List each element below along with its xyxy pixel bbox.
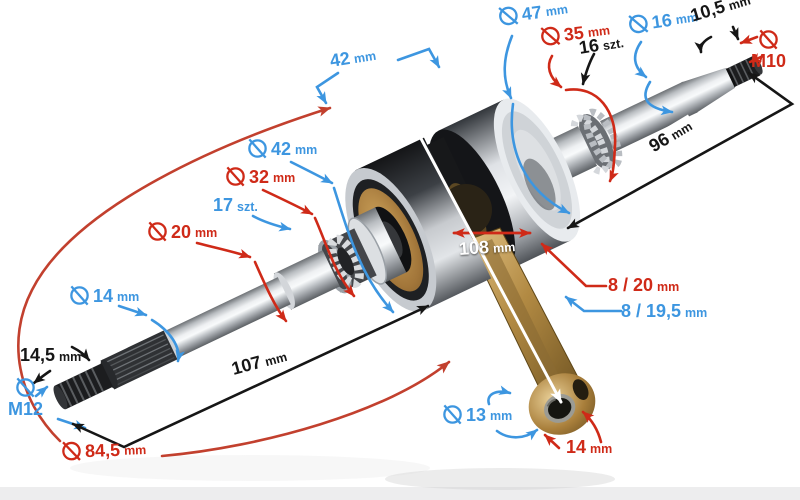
diameter-icon bbox=[16, 377, 35, 398]
diameter-icon bbox=[226, 166, 245, 187]
diameter-icon bbox=[628, 14, 649, 34]
dim-diameter-42: 42 mm bbox=[246, 137, 317, 160]
diameter-icon bbox=[248, 138, 267, 159]
dim-diameter-84-5: 84,5 mm bbox=[60, 437, 147, 463]
dim-diameter-13: 13 mm bbox=[441, 403, 512, 426]
photo-floor bbox=[0, 487, 800, 500]
dim-thread-m10: M10 bbox=[751, 28, 786, 70]
diameter-icon bbox=[540, 26, 561, 46]
dim-bearing-rollers-count: 17 szt. bbox=[213, 195, 258, 215]
dim-length-14-5: 14,5 mm bbox=[20, 345, 82, 365]
dim-diameter-16: 16 mm bbox=[625, 4, 699, 37]
diameter-icon bbox=[498, 6, 519, 26]
diameter-icon bbox=[443, 404, 462, 425]
dim-thread-m12: M12 bbox=[8, 376, 43, 418]
diameter-icon bbox=[70, 285, 89, 306]
diameter-icon bbox=[759, 29, 778, 50]
dim-diameter-32: 32 mm bbox=[224, 165, 295, 188]
dim-keyway-8-20: 8 / 20 mm bbox=[608, 275, 680, 295]
dim-length-14: 14 mm bbox=[566, 437, 613, 457]
dim-diameter-47: 47 mm bbox=[495, 0, 569, 29]
diameter-icon bbox=[62, 441, 81, 461]
dim-diameter-20: 20 mm bbox=[146, 220, 217, 243]
diameter-icon bbox=[148, 221, 167, 242]
dim-diameter-14: 14 mm bbox=[68, 284, 139, 307]
dim-diameter-35: 35 mm bbox=[538, 17, 612, 49]
dim-keyway-8-19-5: 8 / 19,5 mm bbox=[621, 301, 708, 321]
